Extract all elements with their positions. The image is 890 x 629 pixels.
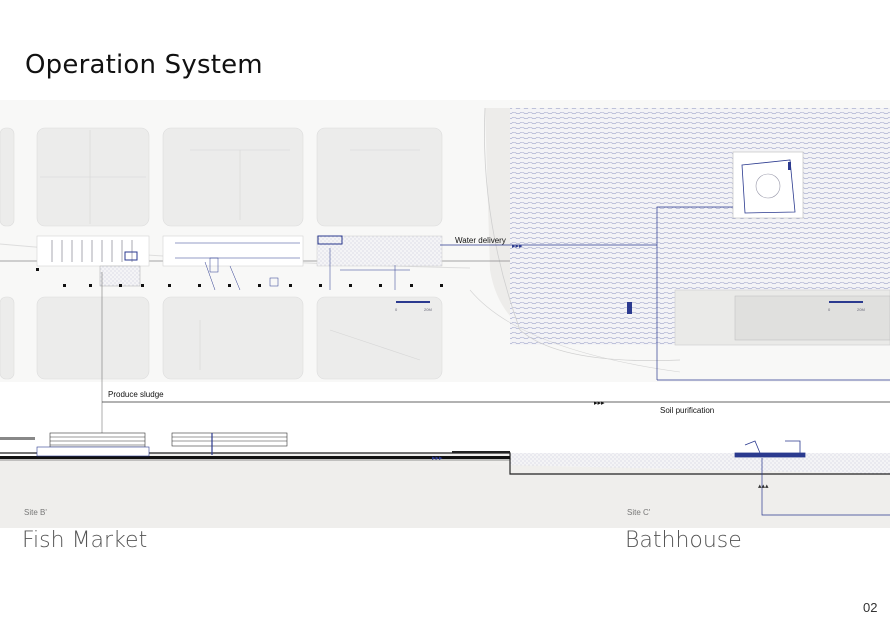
flow-arrow-icon: ▸▸▸ bbox=[432, 455, 443, 462]
site-section: ▸▸▸ ▴▴▴ Site B' Site C' bbox=[0, 432, 890, 528]
page-title: Operation System bbox=[25, 50, 263, 80]
svg-text:20M: 20M bbox=[424, 307, 432, 312]
svg-text:0: 0 bbox=[828, 307, 831, 312]
water-delivery-flow: Water delivery ▸▸▸ bbox=[440, 206, 890, 381]
produce-sludge-label: Produce sludge bbox=[108, 390, 164, 399]
fish-market-section bbox=[0, 432, 288, 457]
sludge-flow: Produce sludge ▸▸▸ Soil purification bbox=[101, 272, 890, 452]
page-number: 02 bbox=[863, 600, 878, 615]
bollards bbox=[36, 268, 443, 287]
flow-arrow-icon: ▸▸▸ bbox=[594, 400, 605, 407]
water-delivery-label: Water delivery bbox=[455, 236, 506, 245]
city-blocks bbox=[0, 127, 443, 380]
bathhouse-section bbox=[734, 440, 806, 458]
site-c-label: Site C' bbox=[627, 508, 651, 517]
bathhouse-title: Bathhouse bbox=[625, 528, 742, 553]
flow-arrow-icon: ▸▸▸ bbox=[512, 243, 523, 250]
svg-text:20M: 20M bbox=[857, 307, 865, 312]
fish-market-plan bbox=[36, 235, 443, 291]
soil-purification-label: Soil purification bbox=[660, 406, 714, 415]
bathhouse-plan bbox=[732, 151, 804, 219]
site-b-label: Site B' bbox=[24, 508, 47, 517]
fish-market-title: Fish Market bbox=[22, 528, 148, 553]
svg-text:0: 0 bbox=[395, 307, 398, 312]
site-plan: 0 20M 0 20M bbox=[0, 100, 890, 382]
scale-bar: 0 20M 0 20M bbox=[395, 301, 865, 312]
flow-arrow-icon: ▴▴▴ bbox=[758, 483, 769, 490]
